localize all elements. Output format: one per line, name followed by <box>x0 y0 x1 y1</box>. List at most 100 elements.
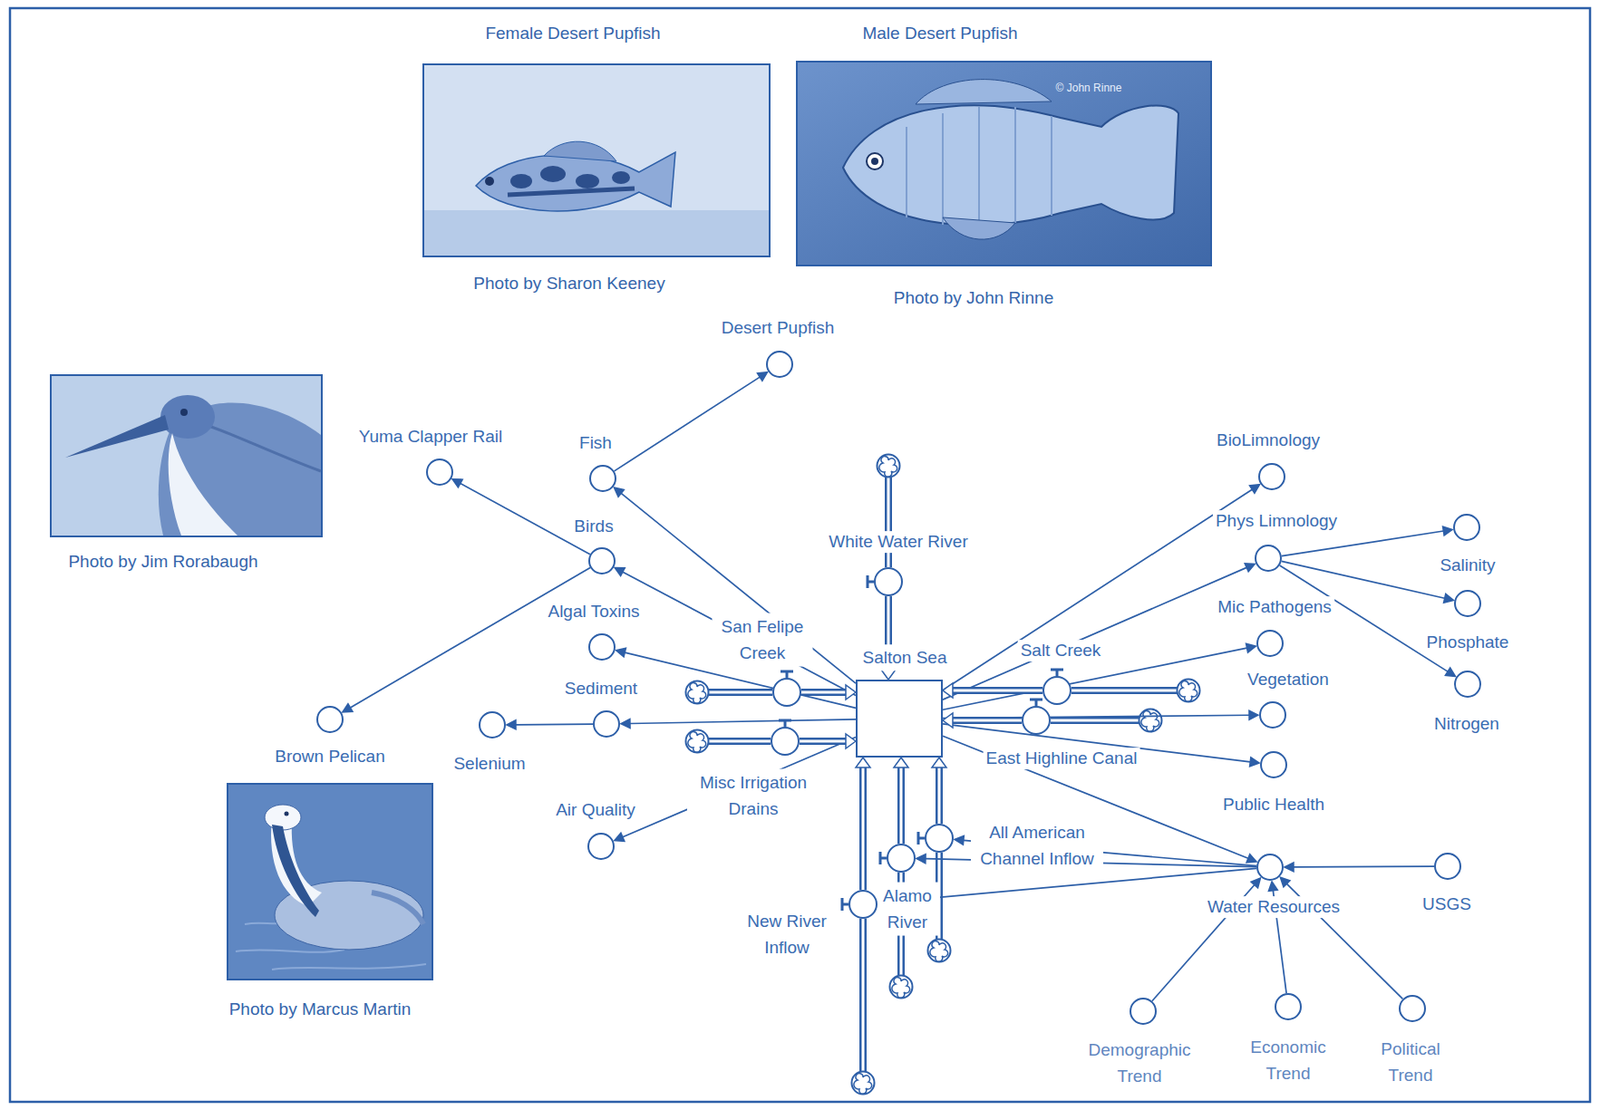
converter-circle <box>590 465 616 492</box>
connector-line <box>622 737 856 838</box>
arrow-head <box>1249 710 1259 720</box>
node-label: BioLimnology <box>1213 429 1323 452</box>
fish-blotch <box>611 171 631 185</box>
converter-node-shape <box>588 633 616 661</box>
valve-handle <box>880 852 887 865</box>
arrow-head <box>954 835 964 845</box>
converter-circle <box>589 548 615 574</box>
fish-pupil <box>871 157 879 165</box>
flow-valve-shape <box>873 567 903 597</box>
flow-pipe <box>931 757 947 825</box>
converter-node-shape <box>766 350 794 379</box>
female-pupfish-photo <box>423 64 770 257</box>
connector-arrow <box>942 710 1259 720</box>
arrow-head <box>845 734 856 749</box>
connector-arrow <box>614 372 768 472</box>
flow-valve: Salt Creek <box>1042 676 1072 706</box>
converter-circle <box>1130 998 1156 1025</box>
converter-node-shape <box>1256 630 1284 658</box>
connector-line <box>614 377 761 472</box>
photo-ground <box>50 375 322 537</box>
pipe-inner <box>801 691 846 695</box>
connector-line <box>1281 561 1445 599</box>
connector-line <box>1293 865 1435 868</box>
converter-node-shape <box>1454 670 1482 699</box>
photo-substrate <box>424 210 769 256</box>
converter-node: Public Health <box>1260 751 1288 779</box>
node-label: Birds <box>571 515 616 538</box>
bird-eye <box>180 408 188 417</box>
valve-handle <box>1050 669 1064 677</box>
converter-circle <box>1257 854 1283 881</box>
arrow-head <box>1284 863 1294 873</box>
bird-beak <box>65 415 169 458</box>
flow-valve: Misc Irrigation Drains <box>770 727 800 757</box>
cloud-icon <box>877 455 901 478</box>
arrow-head <box>893 757 909 768</box>
arrow-head <box>1244 563 1255 573</box>
arrow-head <box>942 683 953 699</box>
arrow-head <box>342 704 353 713</box>
converter-node: Vegetation <box>1259 701 1287 729</box>
flow-pipe <box>855 757 871 891</box>
photo-ground <box>423 64 770 257</box>
arrow-head <box>1246 643 1257 653</box>
fish-stripe <box>507 188 635 195</box>
node-label: Alamo River <box>874 882 941 937</box>
converter-node-shape <box>1256 853 1284 882</box>
arrow-head <box>1444 593 1455 603</box>
arrow-head <box>613 487 624 497</box>
bird-eye <box>284 812 290 817</box>
fish-fin <box>915 79 1052 105</box>
flow-valve-shape <box>848 890 878 920</box>
valve-circle <box>849 891 877 919</box>
converter-circle <box>1454 514 1480 541</box>
connector-line <box>942 489 1252 691</box>
connector-arrow <box>342 568 591 713</box>
pipe-inner <box>862 767 865 891</box>
valve-circle <box>771 727 799 756</box>
bird-bill <box>271 824 320 918</box>
node-label: White Water River <box>825 531 970 553</box>
valve-handle <box>867 575 874 589</box>
fish-scales <box>906 106 1052 227</box>
cloud-icon <box>686 730 709 754</box>
cloud-icon <box>890 976 913 999</box>
node-label: Water Resources <box>1204 896 1343 919</box>
arrow-head <box>931 757 947 768</box>
connector-arrow <box>613 487 856 684</box>
node-label: Nitrogen <box>1431 713 1503 736</box>
arrow-head <box>452 479 463 488</box>
flow-pipe <box>942 713 1022 728</box>
flow-pipe <box>799 734 856 749</box>
flow-pipe <box>893 757 909 844</box>
converter-circle <box>593 711 620 737</box>
converter-circle <box>588 833 614 860</box>
flow-valve: San Felipe Creek <box>772 678 802 708</box>
converter-circle <box>1435 853 1461 880</box>
node-label: Salton Sea <box>858 644 951 671</box>
node-label: Desert Pupfish <box>718 317 838 340</box>
converter-node: Demographic Trend <box>1129 998 1157 1026</box>
flow-valve-shape <box>770 727 800 757</box>
converter-node: Phys Limnology <box>1254 544 1282 573</box>
node-label: Selenium <box>450 753 528 776</box>
arrow-head <box>614 833 625 842</box>
converter-circle <box>1257 630 1283 657</box>
connector-arrow <box>452 479 591 555</box>
converter-node: Phosphate <box>1454 590 1482 618</box>
converter-circle <box>1454 671 1481 698</box>
connector-arrow <box>620 719 856 729</box>
photo-caption: Photo by John Rinne <box>891 287 1057 310</box>
converter-node: Nitrogen <box>1454 670 1482 699</box>
arrow-head <box>1249 484 1260 495</box>
fish-blotch <box>575 174 600 189</box>
node-label: USGS <box>1419 893 1474 916</box>
connector-line <box>887 868 1257 902</box>
node-label: Algal Toxins <box>544 601 642 623</box>
converter-circle <box>1399 996 1426 1022</box>
node-label: Air Quality <box>552 799 639 822</box>
converter-node-shape <box>1454 590 1482 618</box>
connector-line <box>620 493 856 684</box>
node-label: Yuma Clapper Rail <box>356 426 505 448</box>
